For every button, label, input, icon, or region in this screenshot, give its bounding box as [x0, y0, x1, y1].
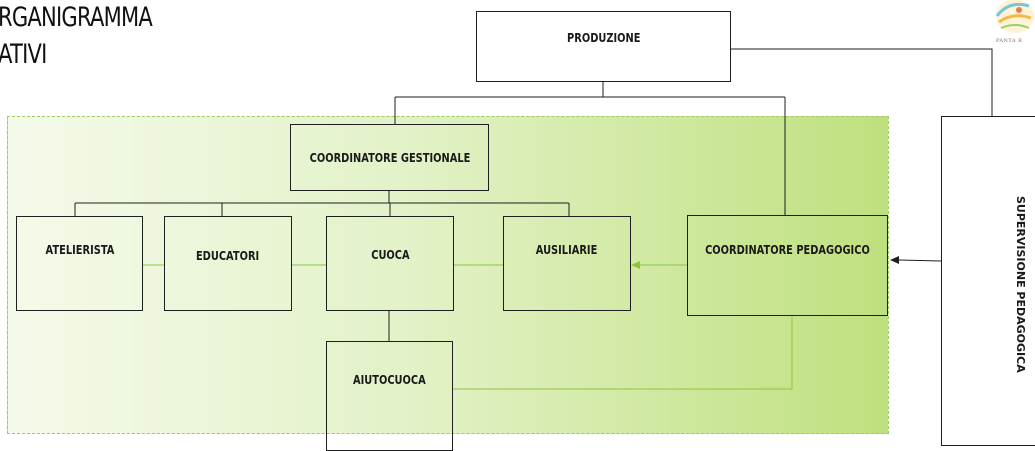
node-aiutocuoca: AIUTOCUOCA [326, 341, 453, 451]
node-atelierista: ATELIERISTA [16, 216, 143, 311]
node-coordinatore-pedagogico: COORDINATORE PEDAGOGICO [687, 215, 888, 316]
logo-icon [995, 0, 1034, 33]
chart-title-line-1: RGANIGRAMMA [0, 2, 153, 33]
chart-title-line-2: ATIVI [0, 39, 47, 70]
logo-text: PANTA R [996, 38, 1023, 44]
connector-produzione-supervisione [731, 48, 993, 116]
node-cuoca: CUOCA [326, 216, 454, 311]
node-ausiliarie: AUSILIARIE [503, 216, 631, 311]
arrowhead-pedagogico [890, 256, 899, 264]
connector-supervisione-pedagogico [898, 259, 942, 262]
node-produzione: PRODUZIONE [476, 11, 731, 82]
operational-area [7, 116, 889, 434]
arrowhead-ausiliarie [631, 261, 640, 269]
node-supervisione-pedagogica [941, 116, 1035, 446]
connector-pedagogico-aiutocuoca [453, 316, 793, 390]
supervisione-pedagogica-label: SUPERVISIONE PEDAGOGICA [1014, 196, 1027, 373]
node-coordinatore-gestionale: COORDINATORE GESTIONALE [290, 124, 489, 191]
node-educatori: EDUCATORI [164, 216, 292, 311]
connectors [74, 48, 993, 390]
